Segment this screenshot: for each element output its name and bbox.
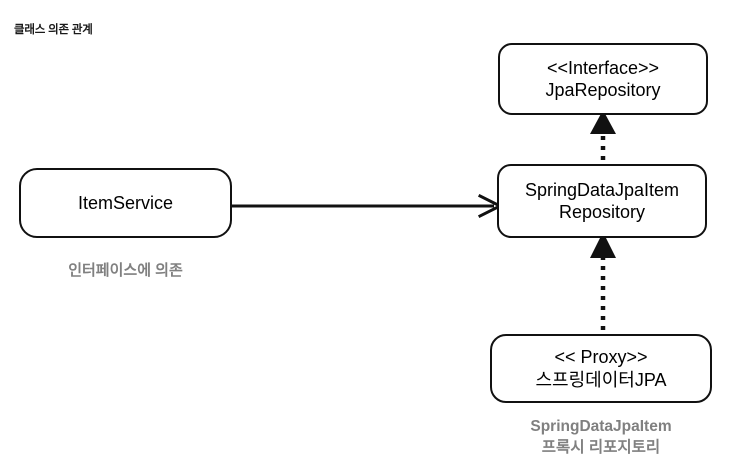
caption-proxy-repository-line1: SpringDataJpaItem [530, 418, 672, 435]
stereotype-proxy: << Proxy>> [554, 347, 648, 367]
class-name-item-service: ItemService [77, 192, 174, 213]
caption-proxy-repository-line2: 프록시 리포지토리 [541, 438, 661, 456]
class-box-proxy[interactable]: << Proxy>> 스프링데이터JPA [490, 334, 712, 403]
caption-proxy-repository: SpringDataJpaItem 프록시 리포지토리 [478, 417, 724, 459]
realization-arrow-repository-to-interface [590, 110, 616, 170]
realization-arrow-proxy-to-repository [590, 232, 616, 340]
stereotype-interface: <<Interface>> [546, 57, 660, 78]
caption-interface-dependency: 인터페이스에 의존 [68, 262, 183, 279]
class-name-spring-data-jpa-item-repository-line1: SpringDataJpaItem [524, 179, 680, 200]
page-title: 클래스 의존 관계 [14, 24, 93, 36]
class-box-item-service[interactable]: ItemService [19, 168, 232, 238]
class-name-proxy: 스프링데이터JPA [535, 369, 667, 390]
association-arrow-itemservice-to-repository [228, 193, 504, 219]
class-box-spring-data-jpa-item-repository[interactable]: SpringDataJpaItem Repository [497, 164, 707, 238]
class-name-spring-data-jpa-item-repository-line2: Repository [558, 202, 646, 222]
class-box-jpa-repository[interactable]: <<Interface>> JpaRepository [498, 43, 708, 115]
class-name-jpa-repository: JpaRepository [545, 80, 661, 100]
